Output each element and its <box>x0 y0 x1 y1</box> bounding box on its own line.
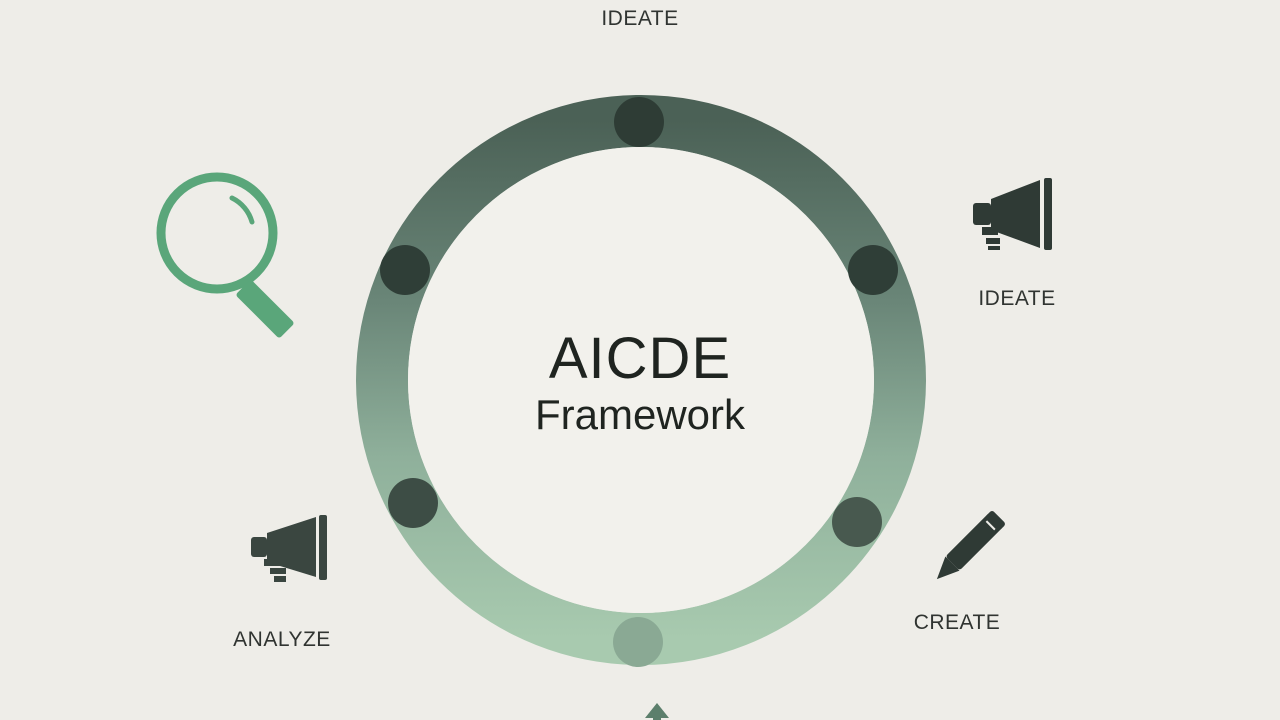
arrow-up-icon <box>645 703 669 720</box>
pen-icon <box>936 511 1005 580</box>
cycle-node-bottom <box>613 617 663 667</box>
magnifying-glass-icon <box>156 172 294 338</box>
cycle-node-upper-right <box>848 245 898 295</box>
megaphone-icon <box>973 178 1052 250</box>
cycle-node-lower-right <box>832 497 882 547</box>
stage-label-right: IDEATE <box>978 287 1056 310</box>
diagram-subtitle: Framework <box>534 391 746 438</box>
stage-label-top: IDEATE <box>601 7 679 30</box>
stage-label-bottom-right: CREATE <box>913 611 1001 634</box>
ring-center <box>408 147 874 613</box>
diagram-title: AICDE <box>548 326 732 391</box>
stage-label-bottom-left: ANALYZE <box>233 628 331 651</box>
cycle-node-lower-left <box>388 478 438 528</box>
megaphone-icon <box>251 515 327 582</box>
cycle-node-upper-left <box>380 245 430 295</box>
cycle-node-top <box>614 97 664 147</box>
